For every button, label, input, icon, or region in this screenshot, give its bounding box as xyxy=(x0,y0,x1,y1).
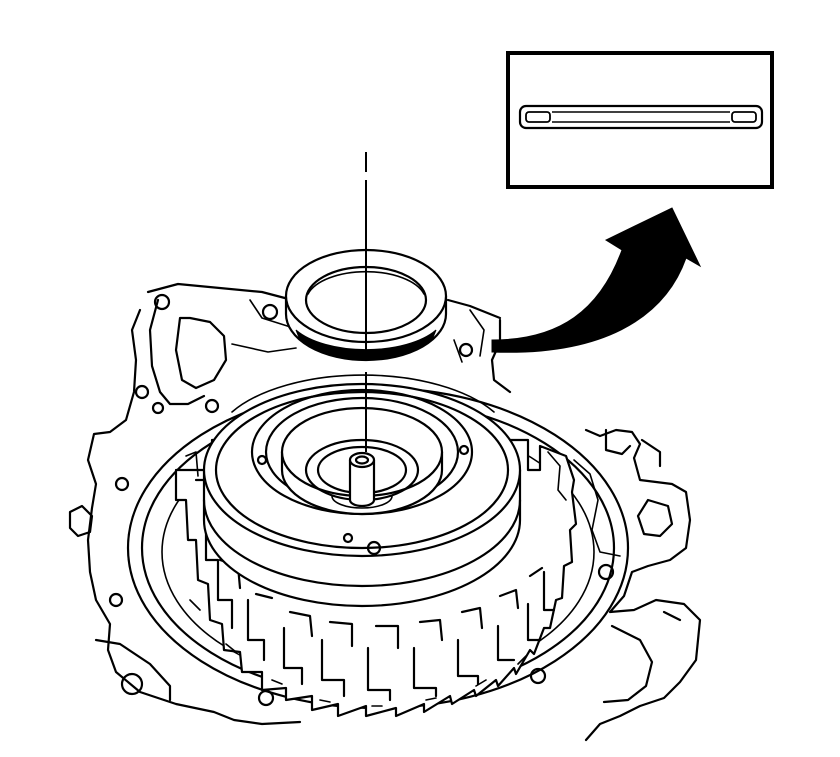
drum-top-rim xyxy=(214,390,510,550)
case-bolt-hole-3 xyxy=(134,384,150,400)
transmission-case xyxy=(68,282,702,742)
shaft-base-collar xyxy=(331,495,393,509)
drum-hole-1 xyxy=(256,454,268,466)
case-bolt-hole-4 xyxy=(151,401,165,415)
case-bolt-hole-2 xyxy=(261,303,279,321)
clutch-housing-drum xyxy=(202,374,522,608)
case-left-rib xyxy=(148,298,206,406)
case-bolt-hole-12 xyxy=(458,342,474,358)
input-shaft-end xyxy=(348,451,376,469)
case-bolt-hole-6 xyxy=(114,476,130,492)
case-bolt-hole-8 xyxy=(120,672,144,696)
section-right-pocket xyxy=(731,111,757,123)
case-lower-left-flange xyxy=(94,638,172,702)
spline-tooth-row-3 xyxy=(185,451,567,707)
case-right-mount xyxy=(573,459,621,557)
drum-side-band xyxy=(202,498,522,588)
spline-tooth-row-1 xyxy=(204,518,556,702)
section-profile-icon xyxy=(518,104,764,130)
drum-hole-2 xyxy=(458,444,470,456)
drum-hole-4 xyxy=(366,540,382,556)
case-right-lower xyxy=(602,610,682,704)
bearing-shadow xyxy=(295,329,437,360)
case-bolt-hole-5 xyxy=(204,398,220,414)
case-right-pocket xyxy=(636,498,674,538)
case-left-tab xyxy=(68,504,94,538)
input-shaft xyxy=(348,458,376,508)
bearing-cross-section-inset xyxy=(506,51,774,189)
drum-hole-3 xyxy=(342,532,354,544)
input-shaft-bore xyxy=(354,455,370,465)
section-left-pocket xyxy=(525,111,551,123)
case-bolt-hole-10 xyxy=(597,563,615,581)
case-upper-right-web xyxy=(453,309,485,363)
case-bolt-hole-7 xyxy=(108,592,124,608)
case-left-rib-inner xyxy=(174,316,228,390)
curved-arrow-icon xyxy=(491,207,702,353)
case-bolt-hole-1 xyxy=(153,293,171,311)
case-right-outline xyxy=(490,318,702,742)
case-right-boss xyxy=(604,428,662,468)
case-bolt-hole-11 xyxy=(529,667,547,685)
drum-top-flange xyxy=(231,374,495,413)
